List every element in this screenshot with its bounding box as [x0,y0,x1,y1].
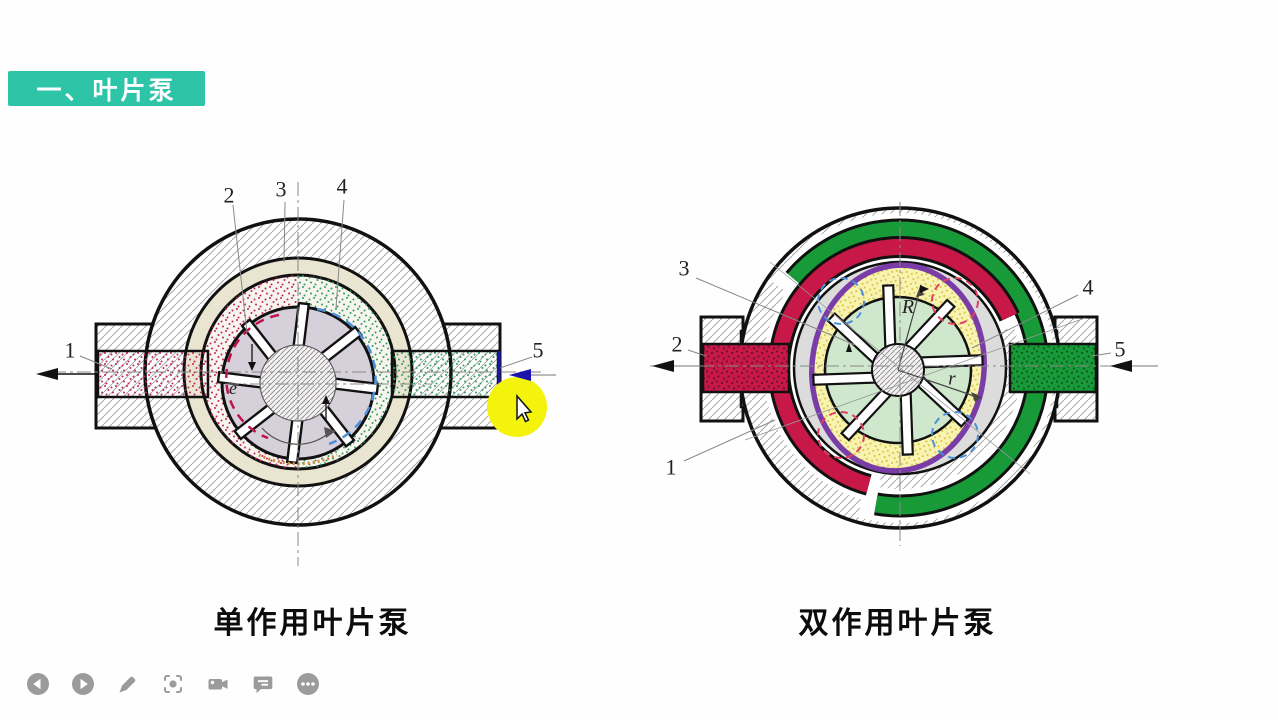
screenshot-button[interactable] [160,671,186,697]
camera-button[interactable] [205,671,231,697]
right-pump-suction-kidney [787,221,1047,515]
left-pump-label-1: 1 [65,338,76,363]
left-pump-discharge-chamber [298,275,395,469]
right-pump-vanes [812,284,984,456]
major-radius-label: R [901,296,914,318]
chat-icon [253,676,273,694]
single-acting-pump-diagram: e 1 2 3 4 5 [36,174,556,566]
right-pump-pressure-kidney [771,239,1017,493]
left-pump-label-2: 2 [224,183,235,208]
eccentricity-arrowhead-top [248,362,256,371]
right-pump-left-flow-arrow [652,360,674,372]
right-pump-label-5: 5 [1115,337,1126,362]
left-pump-leader-lines [79,199,533,370]
right-pump-inlet-duct [701,342,791,394]
left-pump-suction-chamber [201,275,298,469]
right-pump-chamber-blue-br [931,411,979,459]
previous-button[interactable] [25,671,51,697]
annotate-button[interactable] [115,671,141,697]
right-pump-leader-lines [683,277,1112,462]
previous-icon [27,673,49,695]
vane-pump-diagrams: e 1 2 3 4 5 [36,174,1158,566]
right-pump-chamber-red-bl [817,411,865,459]
more-dots-icon [297,673,319,695]
right-pump-rotation-mark-left [846,343,852,352]
left-pump-caption-text: 单作用叶片泵 [213,607,412,640]
minor-radius-arrowhead [971,392,982,402]
player-toolbar [25,669,321,699]
next-icon [72,673,94,695]
mouse-cursor [516,394,533,423]
right-pump-chamber-blue-tl [817,277,865,325]
comments-button[interactable] [250,671,276,697]
right-pump-diagonal-line-2 [744,317,1086,441]
camera-icon [208,679,228,690]
minor-radius-line [897,369,981,399]
screenshot-icon [164,675,182,693]
pencil-icon [119,676,136,693]
right-pump-label-1: 1 [666,455,677,480]
section-title-badge: 一、叶片泵 [8,71,205,106]
minor-radius-label: r [948,369,956,390]
left-pump-label-3: 3 [276,177,287,202]
right-pump-chamber-red-tr [931,277,979,325]
left-pump-inlet-duct [390,349,500,399]
right-pump-caption-text: 双作用叶片泵 [798,607,997,640]
right-pump-rotation-mark-top [920,285,929,293]
right-pump-diagonal-line-1 [769,261,1031,475]
section-title: 一、叶片泵 [36,76,177,105]
right-pump-label-4: 4 [1083,275,1094,300]
eccentricity-arrowhead-bottom [322,395,330,404]
right-pump-label-3: 3 [679,256,690,281]
left-pump-outlet-duct [96,349,210,399]
left-pump-pressure-arc [225,313,280,440]
eccentricity-label: e [229,378,237,398]
left-pump-rotation-arrowhead [324,427,336,438]
left-pump-outflow-arrow [36,368,58,380]
left-pump-caption: 单作用叶片泵 [150,600,475,640]
left-pump-label-4: 4 [337,174,348,199]
right-pump-right-flow-arrow [1110,360,1132,372]
right-pump-outlet-duct [1008,342,1098,394]
double-acting-pump-diagram: R r 1 2 3 4 5 [650,202,1158,546]
right-pump-label-2: 2 [672,332,683,357]
next-button[interactable] [70,671,96,697]
left-pump-inflow-arrow [509,369,531,381]
left-pump-label-5: 5 [533,338,544,363]
more-button[interactable] [295,671,321,697]
right-pump-caption: 双作用叶片泵 [735,600,1060,640]
major-radius-line [897,289,921,371]
left-pump-rotation-arrow [261,427,331,445]
